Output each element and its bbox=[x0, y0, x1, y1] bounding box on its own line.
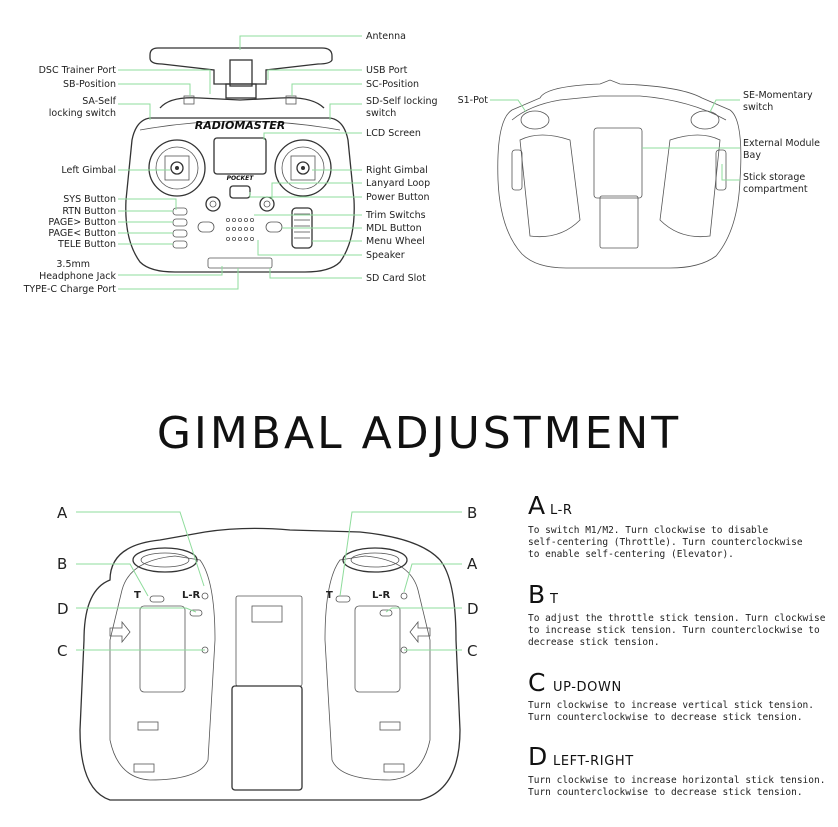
front-view-controller: RADIOMASTER POCKET bbox=[125, 47, 355, 273]
adjust-letter-d: D bbox=[528, 742, 547, 771]
adjust-heading-c: UP-DOWN bbox=[553, 680, 622, 695]
label-stick-storage-2: compartment bbox=[743, 184, 808, 195]
back-labels: S1-Pot SE-Momentary switch External Modu… bbox=[458, 90, 821, 195]
adjust-d-line-2: Turn counterclockwise to decrease stick … bbox=[528, 787, 803, 798]
brand-logo: RADIOMASTER bbox=[195, 119, 285, 132]
label-sc-position: SC-Position bbox=[366, 79, 419, 90]
adjust-a-line-3: to enable self-centering (Elevator). bbox=[528, 549, 734, 560]
label-speaker: Speaker bbox=[366, 250, 405, 261]
label-lcd-screen: LCD Screen bbox=[366, 128, 421, 139]
front-labels-right: Antenna USB Port SC-Position SD-Self loc… bbox=[365, 31, 438, 284]
external-module-bay bbox=[593, 127, 643, 199]
back-view-controller bbox=[497, 79, 742, 269]
label-typec-charge-port: TYPE-C Charge Port bbox=[23, 284, 117, 295]
label-page-prev-button: PAGE< Button bbox=[48, 228, 116, 239]
label-left-gimbal: Left Gimbal bbox=[61, 165, 116, 176]
adjust-letter-b: B bbox=[528, 580, 545, 609]
adjustment-a: A L-R To switch M1/M2. Turn clockwise to… bbox=[528, 491, 803, 560]
front-labels-left: DSC Trainer Port SB-Position SA-Self loc… bbox=[23, 65, 117, 295]
adjustment-d: D LEFT-RIGHT Turn clockwise to increase … bbox=[528, 742, 825, 798]
gimbal-marks: T L-R T L-R bbox=[134, 590, 391, 601]
label-headphone-jack-1: 3.5mm bbox=[56, 259, 90, 270]
label-sb-position: SB-Position bbox=[63, 79, 116, 90]
label-usb-port: USB Port bbox=[366, 65, 408, 76]
label-dsc-trainer-port: DSC Trainer Port bbox=[39, 65, 117, 76]
adjust-leaders bbox=[76, 511, 462, 651]
label-external-module-2: Bay bbox=[743, 150, 761, 161]
adjust-b-line-3: decrease stick tension. bbox=[528, 637, 660, 648]
back-leaders bbox=[490, 99, 740, 181]
label-menu-wheel: Menu Wheel bbox=[366, 236, 425, 247]
adjust-d-line-1: Turn clockwise to increase horizontal st… bbox=[528, 775, 825, 786]
part-label-b-right: B bbox=[467, 504, 477, 522]
adjustment-b: B T To adjust the throttle stick tension… bbox=[528, 580, 826, 648]
adjust-heading-b: T bbox=[549, 592, 559, 607]
label-sys-button: SYS Button bbox=[63, 194, 116, 205]
part-label-a-left: A bbox=[57, 504, 68, 522]
label-headphone-jack-2: Headphone Jack bbox=[39, 271, 116, 282]
label-lanyard-loop: Lanyard Loop bbox=[366, 178, 430, 189]
part-label-d-left: D bbox=[57, 600, 69, 618]
mark-t-left: T bbox=[134, 590, 141, 601]
adjust-part-labels: A B D C B A D C bbox=[57, 504, 479, 660]
adjust-heading-a: L-R bbox=[550, 503, 573, 518]
part-label-a-right: A bbox=[467, 555, 478, 573]
adjust-b-line-1: To adjust the throttle stick tension. Tu… bbox=[528, 613, 826, 624]
label-stick-storage-1: Stick storage bbox=[743, 172, 805, 183]
label-page-next-button: PAGE> Button bbox=[48, 217, 116, 228]
label-se-momentary-2: switch bbox=[743, 102, 773, 113]
mark-lr-right: L-R bbox=[372, 590, 391, 601]
part-label-d-right: D bbox=[467, 600, 479, 618]
label-rtn-button: RTN Button bbox=[62, 206, 116, 217]
label-sd-card-slot: SD Card Slot bbox=[366, 273, 426, 284]
lcd-screen bbox=[213, 137, 267, 175]
label-external-module-1: External Module bbox=[743, 138, 820, 149]
label-sd-self-locking-1: SD-Self locking bbox=[366, 96, 438, 107]
mark-t-right: T bbox=[326, 590, 333, 601]
model-mark: POCKET bbox=[227, 175, 255, 182]
section-title: GIMBAL ADJUSTMENT bbox=[157, 408, 681, 459]
part-label-c-right: C bbox=[467, 642, 477, 660]
adjust-a-line-1: To switch M1/M2. Turn clockwise to disab… bbox=[528, 525, 768, 536]
label-right-gimbal: Right Gimbal bbox=[366, 165, 428, 176]
adjust-letter-c: C bbox=[528, 668, 545, 697]
open-controller-diagram bbox=[79, 527, 461, 801]
power-button bbox=[229, 185, 251, 199]
adjustment-c: C UP-DOWN Turn clockwise to increase ver… bbox=[528, 668, 814, 723]
label-sd-self-locking-2: switch bbox=[366, 108, 396, 119]
adjust-c-line-2: Turn counterclockwise to decrease stick … bbox=[528, 712, 803, 723]
label-trim-switchs: Trim Switchs bbox=[365, 210, 426, 221]
left-gimbal bbox=[148, 139, 206, 197]
part-label-b-left: B bbox=[57, 555, 67, 573]
label-antenna: Antenna bbox=[366, 31, 406, 42]
right-gimbal bbox=[274, 139, 332, 197]
adjust-b-line-2: to increase stick tension. Turn counterc… bbox=[528, 625, 820, 636]
label-sa-self-locking-1: SA-Self bbox=[82, 96, 116, 107]
label-tele-button: TELE Button bbox=[57, 239, 116, 250]
label-power-button: Power Button bbox=[366, 192, 430, 203]
adjust-heading-d: LEFT-RIGHT bbox=[553, 754, 634, 769]
adjust-c-line-1: Turn clockwise to increase vertical stic… bbox=[528, 700, 814, 711]
adjust-letter-a: A bbox=[528, 491, 545, 520]
front-leaders-left bbox=[118, 69, 239, 290]
front-leaders-right bbox=[239, 35, 362, 279]
mark-lr-left: L-R bbox=[182, 590, 201, 601]
label-s1-pot: S1-Pot bbox=[458, 95, 489, 106]
part-label-c-left: C bbox=[57, 642, 67, 660]
adjust-a-line-2: self-centering (Throttle). Turn counterc… bbox=[528, 537, 803, 548]
label-sa-self-locking-2: locking switch bbox=[49, 108, 116, 119]
label-se-momentary-1: SE-Momentary bbox=[743, 90, 813, 101]
label-mdl-button: MDL Button bbox=[366, 223, 422, 234]
